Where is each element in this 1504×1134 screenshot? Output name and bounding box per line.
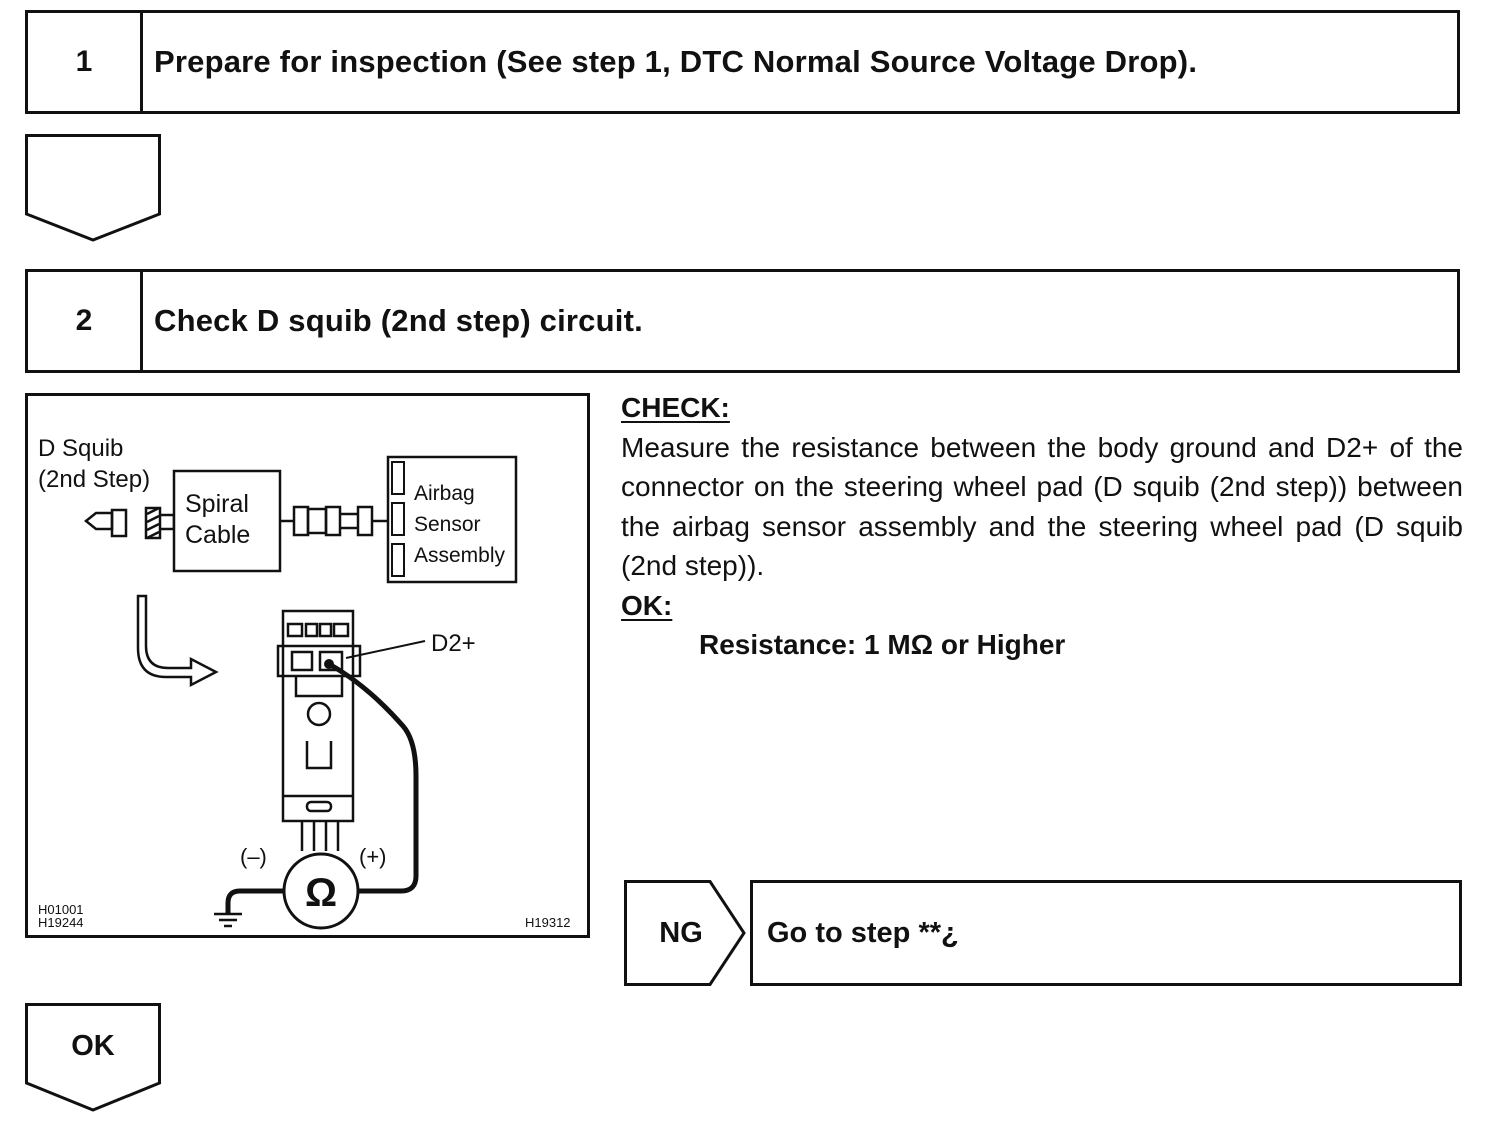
- step-title: Check D squib (2nd step) circuit.: [154, 303, 643, 338]
- spiral-cable-label: Spiral: [185, 490, 249, 518]
- step-number: 1: [28, 13, 143, 111]
- figure-code: H19244: [38, 915, 84, 930]
- step-title: Prepare for inspection (See step 1, DTC …: [154, 44, 1198, 79]
- step-1-header: 1 Prepare for inspection (See step 1, DT…: [25, 10, 1460, 114]
- meter-minus-label: (–): [240, 844, 267, 869]
- resistance-spec: Resistance: 1 MΩ or Higher: [699, 629, 1066, 660]
- check-section: CHECK: Measure the resistance between th…: [621, 388, 1463, 665]
- ok-flow-arrow-icon: [25, 1003, 161, 1112]
- ng-arrow-icon: [624, 880, 746, 986]
- flow-arrow-down-icon: [25, 134, 161, 242]
- figure-code: H01001: [38, 902, 84, 917]
- view-arrow-icon: [136, 594, 219, 688]
- ng-result-box: Go to step **¿: [750, 880, 1462, 986]
- step-2-header: 2 Check D squib (2nd step) circuit.: [25, 269, 1460, 373]
- ok-label: OK: [71, 1029, 115, 1062]
- airbag-sensor-box: [386, 455, 518, 584]
- ok-heading: OK:: [621, 589, 673, 621]
- step-number: 2: [28, 272, 143, 370]
- 2nd-step-label: (2nd Step): [38, 466, 150, 493]
- ng-result-text: Go to step **¿: [767, 916, 959, 949]
- airbag-sensor-label: Sensor: [414, 513, 481, 536]
- ground-icon: [214, 912, 242, 928]
- ohmmeter-icon: [282, 852, 360, 930]
- spiral-cable-label: Cable: [185, 521, 250, 549]
- airbag-sensor-label: Airbag: [414, 482, 475, 505]
- probe-lead-minus: [225, 888, 284, 914]
- circuit-illustration: D Squib (2nd Step) Spiral Cable: [25, 393, 590, 938]
- check-heading: CHECK:: [621, 392, 730, 423]
- squib-connector-icon: [83, 506, 176, 540]
- ng-label: NG: [659, 916, 703, 949]
- check-instructions: Measure the resistance between the body …: [621, 431, 1463, 582]
- d2-plus-label: D2+: [431, 630, 476, 657]
- probe-lead-plus: [327, 661, 419, 894]
- steering-pad-connector-icon: [276, 609, 362, 851]
- connector-icon: [280, 505, 388, 537]
- airbag-sensor-label: Assembly: [414, 544, 506, 567]
- d-squib-label: D Squib: [38, 435, 123, 462]
- figure-code: H19312: [525, 915, 571, 930]
- ohm-symbol: Ω: [305, 871, 337, 915]
- spiral-cable-box: [172, 469, 282, 573]
- meter-plus-label: (+): [359, 844, 387, 869]
